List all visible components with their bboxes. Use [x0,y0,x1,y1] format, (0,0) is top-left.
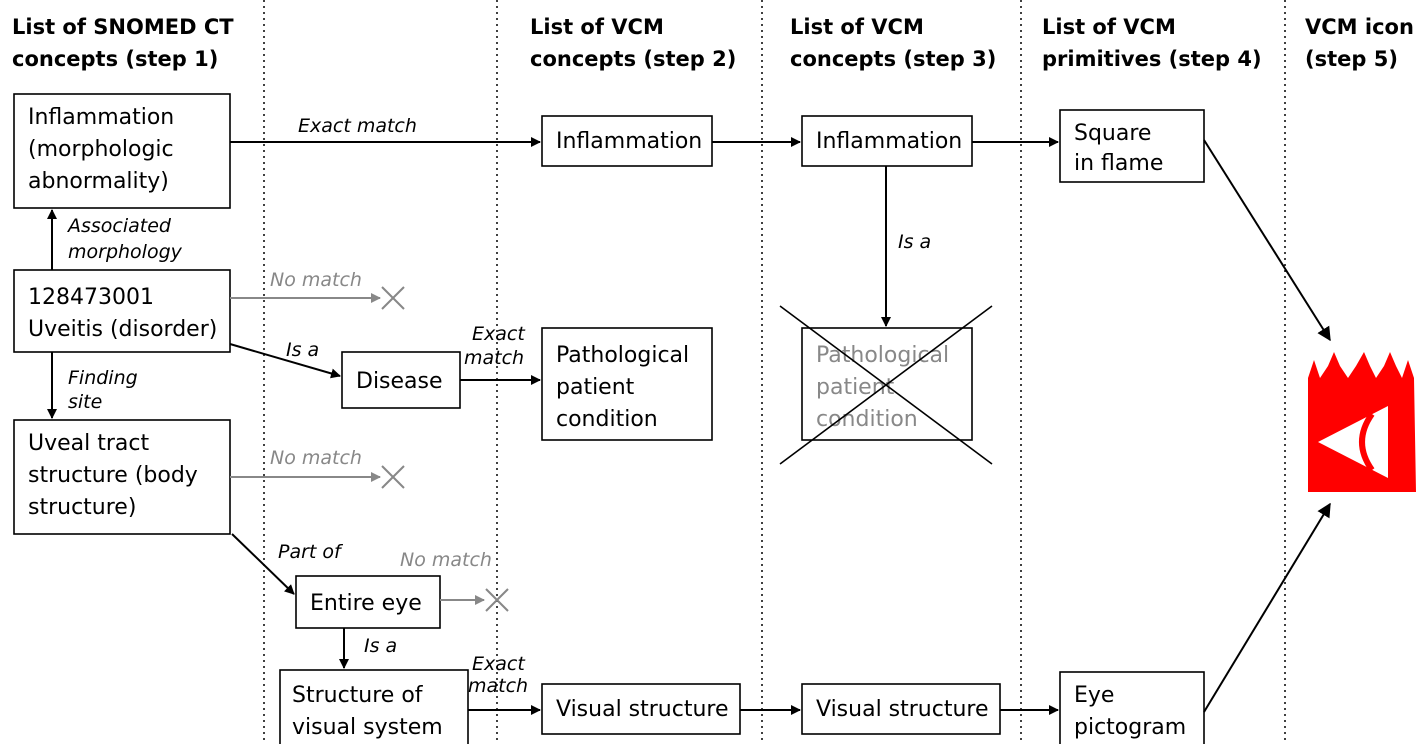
no-match-x-eye [485,588,509,612]
structure-visual-system-line1: Structure of [292,683,424,708]
label-part-of: Part of [278,541,344,563]
header-col2-line1: List of VCM [530,15,664,39]
inflammation-snomed-line1: Inflammation [28,105,174,130]
node-pathological-vcm2 [541,327,713,441]
eye-iris [1359,412,1375,472]
no-match-x-uveal [381,465,405,489]
label-no-match-uveal: No match [270,447,362,469]
label-finding-site-line1: Finding [68,367,138,389]
label-is-a-vcm3: Is a [898,231,931,253]
label-associated-morphology-line2: morphology [68,241,183,263]
uveal-tract-line1: Uveal tract [28,431,149,456]
square-in-flame-line1: Square [1074,121,1151,146]
node-uveal-tract [13,419,231,535]
header-col4-line2: primitives (step 4) [1042,47,1262,71]
eye-in-flame-icon [1308,352,1416,492]
node-eye-pictogram [1059,671,1205,744]
label-is-a-eye: Is a [364,635,397,657]
edge-square-to-icon [1203,139,1331,342]
edge-is-a-uveitis [229,343,341,379]
disease-label: Disease [356,369,443,394]
inflammation-snomed-line3: abnormality) [28,169,169,194]
label-associated-morphology-line1: Associated [66,215,172,237]
header-col4-line1: List of VCM [1042,15,1176,39]
no-match-x-uveitis [381,286,405,310]
pathological-vcm2-line1: Pathological [556,343,689,368]
node-square-in-flame [1059,109,1205,183]
node-inflammation-vcm3 [801,115,973,167]
uveal-tract-line3: structure) [28,495,136,520]
header-col5-line2: (step 5) [1305,47,1398,71]
pathological-vcm2-line3: condition [556,407,658,432]
visual-structure-vcm2-label: Visual structure [556,697,729,722]
uveitis-line2: Uveitis (disorder) [28,317,217,342]
pathological-vcm3-line3: condition [816,407,918,432]
structure-visual-system-line2: visual system [292,715,443,740]
column-separators [263,0,1286,744]
square-in-flame-line2: in flame [1074,151,1163,176]
label-exact-match-disease-line1: Exact [472,323,526,345]
label-no-match-uveitis: No match [270,269,362,291]
entire-eye-label: Entire eye [310,591,422,616]
label-exact-match-visual-line2: match [468,675,528,697]
eye-pictogram-line1: Eye [1074,683,1114,708]
inflammation-snomed-line2: (morphologic [28,137,174,162]
node-inflammation-snomed [13,93,231,209]
label-finding-site-line2: site [68,391,102,413]
header-col2-line2: concepts (step 2) [530,47,736,71]
header-col1-line2: concepts (step 1) [12,47,218,71]
node-disease [341,351,461,409]
eye-pictogram-line2: pictogram [1074,715,1186,740]
edge-part-of [231,533,295,595]
node-visual-structure-vcm2 [541,683,741,735]
header-col5-line1: VCM icon [1305,15,1414,39]
pathological-vcm3-line1: Pathological [816,343,949,368]
crossed-out-mark [779,305,993,465]
inflammation-vcm2-label: Inflammation [556,129,702,154]
cross-line-2 [779,305,993,465]
label-exact-match-top: Exact match [298,115,417,137]
label-exact-match-visual-line1: Exact [472,653,526,675]
node-visual-structure-vcm3 [801,683,1001,735]
node-uveitis [13,269,231,353]
column-headers: List of SNOMED CT concepts (step 1) List… [12,15,1414,71]
visual-structure-vcm3-label: Visual structure [816,697,989,722]
header-col1-line1: List of SNOMED CT [12,15,234,39]
pathological-vcm2-line2: patient [556,375,635,400]
edge-eye-to-icon [1203,502,1331,713]
header-col3-line2: concepts (step 3) [790,47,996,71]
eye-triangle [1318,406,1388,478]
label-is-a-uveitis: Is a [286,339,319,361]
node-structure-visual-system [279,669,469,744]
inflammation-vcm3-label: Inflammation [816,129,962,154]
header-col3-line1: List of VCM [790,15,924,39]
label-exact-match-disease-line2: match [464,347,524,369]
label-no-match-eye: No match [400,549,492,571]
uveal-tract-line2: structure (body [28,463,198,488]
node-entire-eye [295,575,441,629]
uveitis-line1: 128473001 [28,285,154,310]
